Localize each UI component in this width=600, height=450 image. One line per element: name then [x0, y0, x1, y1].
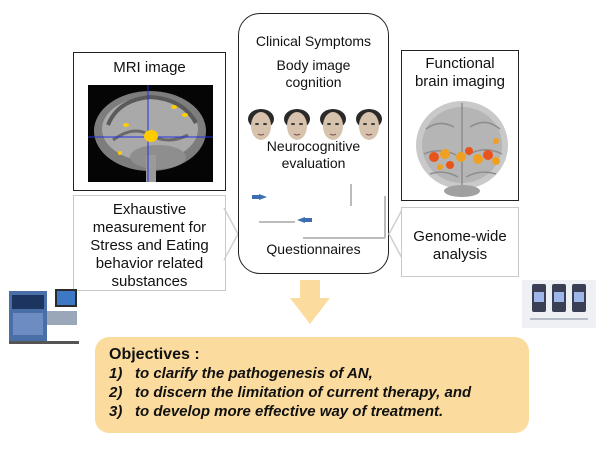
functional-line: Functional	[425, 55, 495, 72]
stress-line: Exhaustive	[112, 201, 187, 218]
stress-line: behavior related	[95, 255, 204, 272]
brain-activation-image	[416, 101, 508, 197]
clinical-symptoms-box: Clinical Symptoms Body image cognition	[238, 13, 389, 274]
genome-wide-analysis-box: Genome-wide analysis	[401, 207, 519, 277]
stress-measurement-box: Exhaustive measurement for Stress and Ea…	[73, 195, 226, 291]
face-photo	[248, 109, 274, 140]
questionnaire-sheet	[252, 184, 386, 239]
stress-line: Stress and Eating	[90, 237, 209, 254]
objective-number: 1)	[109, 365, 123, 382]
mri-scan-image	[88, 85, 213, 182]
objectives-panel: Objectives : 1) to clarify the pathogenes…	[95, 337, 529, 433]
objective-number: 3)	[109, 403, 123, 420]
objective-item: 1) to clarify the pathogenesis of AN,	[109, 364, 515, 383]
face-photo-row	[248, 109, 382, 140]
connector-chevron-right	[388, 207, 404, 261]
functional-line: brain imaging	[414, 73, 506, 90]
neuro-line: evaluation	[281, 155, 346, 171]
objective-text: to develop more effective way of treatme…	[135, 403, 444, 420]
lab-instrument-image	[9, 289, 79, 344]
questionnaires-label: Questionnaires	[266, 241, 361, 257]
mri-image-title: MRI image	[113, 59, 186, 76]
clinical-title: Clinical Symptoms	[255, 33, 372, 49]
objectives-heading: Objectives :	[109, 346, 200, 363]
genome-text: Genome-wide analysis	[402, 228, 518, 264]
objective-number: 2)	[109, 384, 123, 401]
genome-line: Genome-wide	[413, 228, 507, 245]
genome-line: analysis	[432, 246, 488, 263]
objective-item: 2) to discern the limitation of current t…	[109, 383, 515, 402]
functional-title: Functional brain imaging	[402, 55, 518, 91]
down-arrow-icon	[290, 280, 330, 324]
objective-item: 3) to develop more effective way of treat…	[109, 402, 515, 421]
microarray-chips-image	[522, 280, 596, 328]
stress-measurement-text: Exhaustive measurement for Stress and Ea…	[74, 201, 225, 291]
objective-text: to discern the limitation of current the…	[135, 384, 472, 401]
face-photo	[320, 109, 346, 140]
body-image-line: Body image	[276, 57, 351, 73]
mri-image-box: MRI image	[73, 52, 226, 191]
face-photo	[284, 109, 310, 140]
body-image-line: cognition	[285, 74, 342, 90]
objective-text: to clarify the pathogenesis of AN,	[135, 365, 373, 382]
stress-line: measurement for	[92, 219, 207, 236]
functional-brain-imaging-box: Functional brain imaging	[401, 50, 519, 201]
stress-line: substances	[111, 273, 188, 290]
neuro-line: Neurocognitive	[266, 138, 361, 154]
face-photo	[356, 109, 382, 140]
